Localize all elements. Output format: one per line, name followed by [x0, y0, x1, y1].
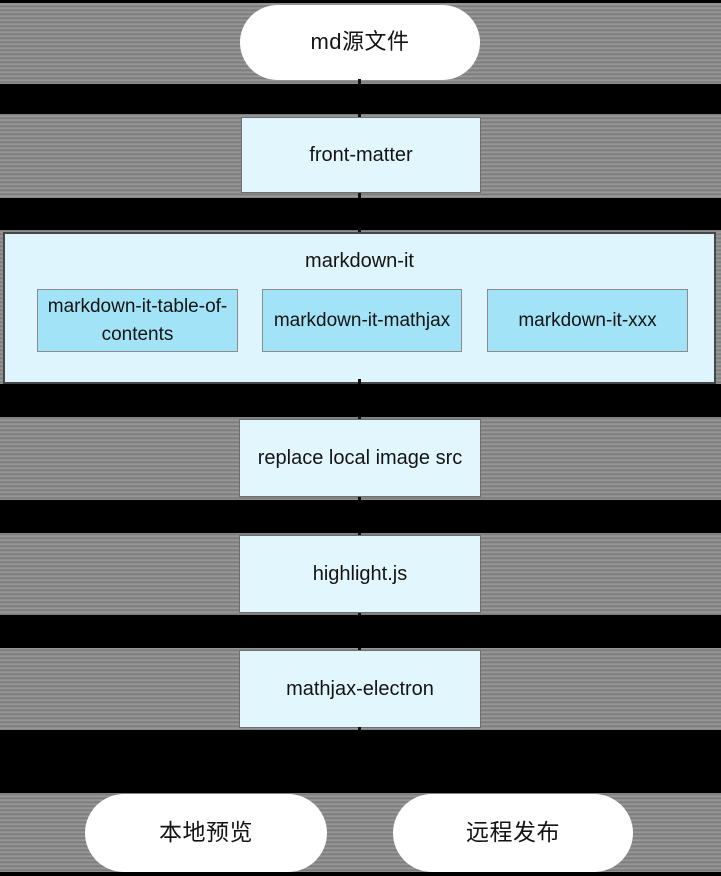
node-md-source: md源文件: [240, 5, 480, 80]
markdown-it-title: markdown-it: [305, 250, 414, 272]
node-front-matter: front-matter: [241, 117, 481, 193]
connector-tick: [358, 379, 361, 384]
connector-tick: [358, 648, 361, 650]
black-band-top: [0, 0, 721, 3]
black-band-1: [0, 84, 721, 114]
black-band-5: [0, 615, 721, 648]
node-mathjax-electron: mathjax-electron: [239, 650, 481, 728]
node-local-preview: 本地预览: [85, 794, 327, 872]
black-band-6: [0, 730, 721, 793]
connector-tick: [358, 114, 361, 117]
connector-tick: [358, 228, 361, 232]
black-band-bottom: [0, 872, 721, 876]
node-plugin-mathjax: markdown-it-mathjax: [262, 289, 462, 352]
connector-tick: [358, 193, 361, 198]
node-remote-publish: 远程发布: [393, 794, 633, 872]
node-plugin-xxx: markdown-it-xxx: [487, 289, 688, 352]
connector-tick: [358, 533, 361, 535]
node-replace-local-image-src: replace local image src: [239, 419, 481, 497]
node-markdown-it-container: markdown-it markdown-it-table-of-content…: [3, 232, 716, 384]
black-band-3: [0, 384, 721, 417]
connector-tick: [358, 417, 361, 419]
connector-tick: [358, 613, 361, 615]
node-highlight-js: highlight.js: [239, 535, 481, 613]
connector-tick: [358, 497, 361, 500]
connector-tick: [358, 727, 361, 730]
node-plugin-table-of-contents: markdown-it-table-of-contents: [37, 289, 238, 352]
black-band-2: [0, 198, 721, 230]
connector-tick: [358, 79, 361, 85]
black-band-4: [0, 500, 721, 533]
